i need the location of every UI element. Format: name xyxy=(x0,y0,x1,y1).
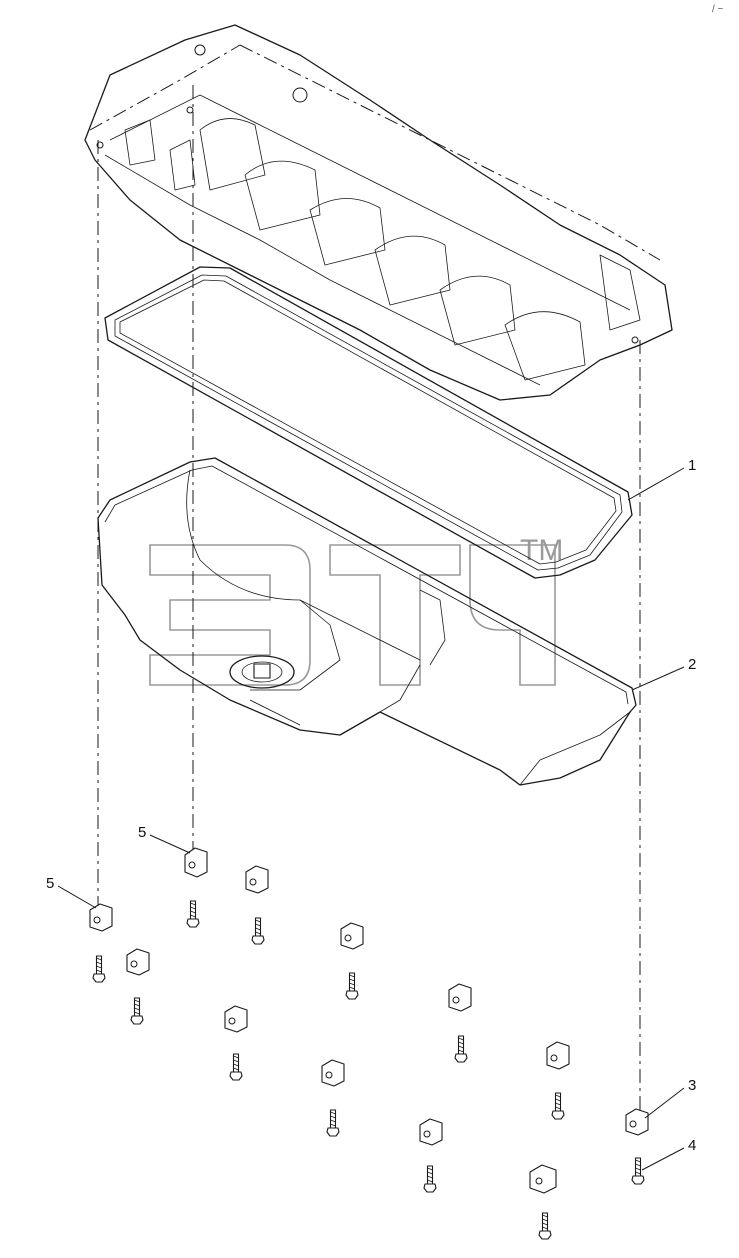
spacer xyxy=(245,865,269,894)
corner-mark: / ~ xyxy=(712,4,724,15)
spacer xyxy=(89,903,113,932)
bolt xyxy=(186,900,200,928)
bolt xyxy=(251,917,265,945)
bolt xyxy=(538,1212,552,1240)
spacer xyxy=(321,1059,345,1087)
bolt xyxy=(326,1109,340,1137)
callout-3: 3 xyxy=(688,1077,696,1094)
bolts xyxy=(92,900,645,1240)
oil-pan-part-2 xyxy=(97,457,637,786)
spacer xyxy=(340,922,364,950)
alignment-lines xyxy=(97,85,641,1118)
spacer-blocks xyxy=(89,847,649,1194)
watermark-logo: TM xyxy=(149,534,563,686)
spacer xyxy=(448,983,472,1012)
callout-labels: 1 2 3 4 5 5 xyxy=(46,457,696,1154)
spacer xyxy=(184,847,208,878)
spacer xyxy=(419,1118,443,1146)
spacer xyxy=(224,1005,248,1033)
bolt xyxy=(631,1157,645,1185)
spacer xyxy=(529,1164,557,1194)
callout-5-top: 5 xyxy=(138,824,146,841)
bolt xyxy=(551,1092,565,1120)
watermark-trademark: TM xyxy=(520,534,563,567)
bolt xyxy=(92,955,106,983)
callout-2: 2 xyxy=(688,656,696,673)
spacer xyxy=(625,1108,649,1136)
bolt xyxy=(130,997,144,1025)
callout-5-left: 5 xyxy=(46,875,54,892)
spacer xyxy=(126,948,150,976)
bolt xyxy=(345,972,359,1000)
bolt xyxy=(423,1165,437,1193)
engine-block xyxy=(84,24,673,401)
callout-1: 1 xyxy=(688,457,696,474)
bolt xyxy=(229,1053,243,1081)
gasket-part-1 xyxy=(104,266,633,579)
callout-leaders xyxy=(57,467,685,1171)
callout-4: 4 xyxy=(688,1137,696,1154)
bolt xyxy=(454,1035,468,1063)
spacer xyxy=(546,1041,570,1070)
